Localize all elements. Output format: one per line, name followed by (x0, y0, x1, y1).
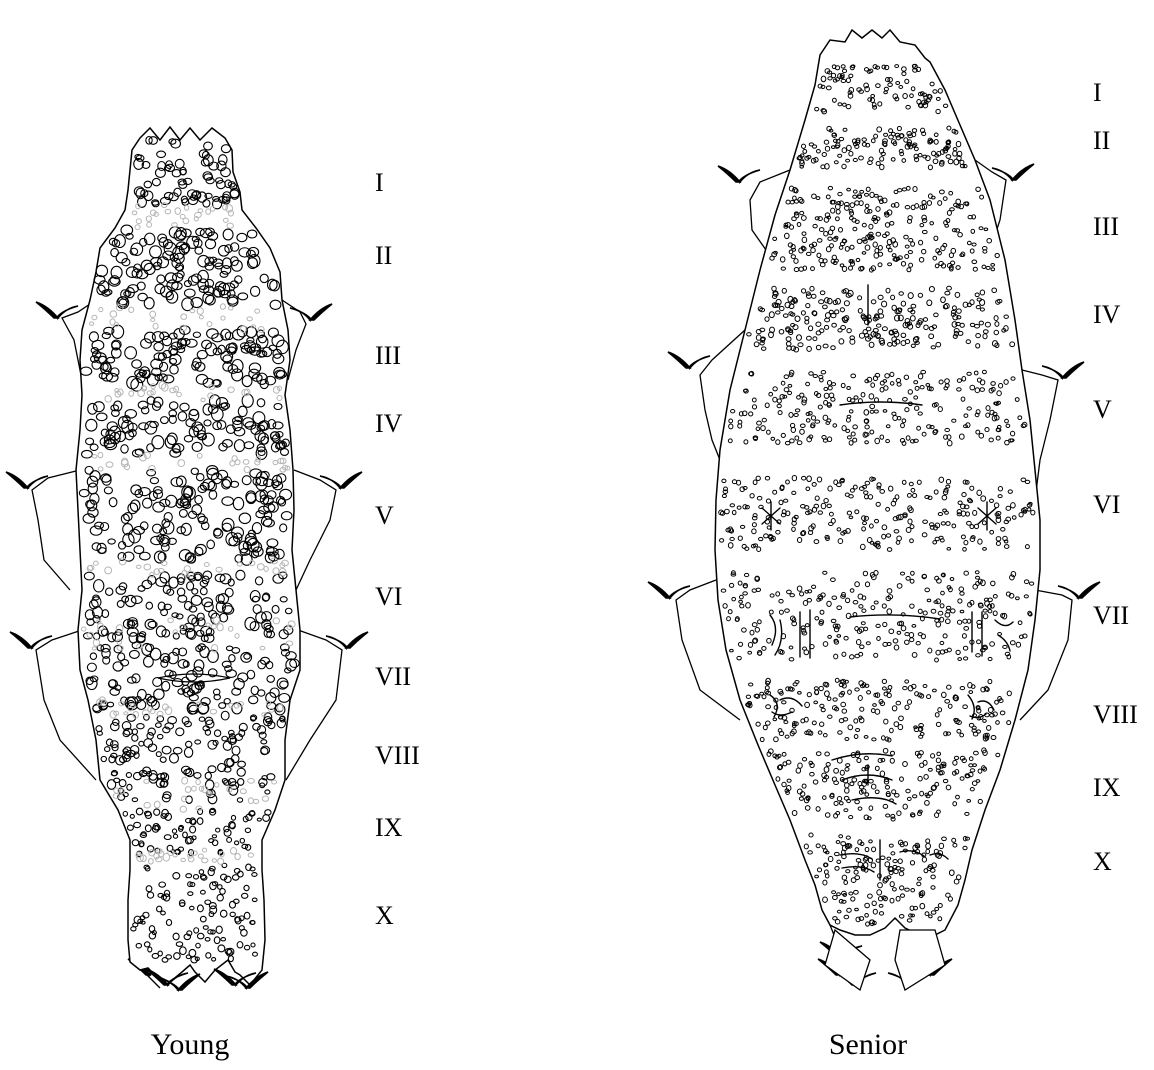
senior-segment-label-3: III (1093, 214, 1119, 240)
young-segment-label-3: III (375, 343, 401, 369)
senior-leg-2-right-claw (1042, 362, 1084, 378)
young-leg-2-right (294, 470, 362, 590)
senior-segment-label-4: IV (1093, 302, 1120, 328)
young-leg-2-left (6, 470, 80, 590)
senior-segment-label-9: IX (1093, 775, 1120, 801)
young-tardigrade-body (6, 127, 368, 990)
young-segment-label-2: II (375, 243, 392, 269)
senior-hind-leg-left (825, 930, 870, 990)
young-segment-label-7: VII (375, 664, 411, 690)
senior-segment-label-7: VII (1093, 603, 1129, 629)
young-segment-label-8: VIII (375, 743, 420, 769)
senior-segment-label-2: II (1093, 128, 1110, 154)
young-caption: Young (151, 1030, 230, 1060)
young-segment-label-5: V (375, 503, 394, 529)
senior-leg-1-left-claw (718, 166, 760, 182)
senior-segment-label-5: V (1093, 397, 1112, 423)
senior-tardigrade-body (648, 30, 1100, 990)
young-segment-label-1: I (375, 170, 384, 196)
senior-segment-label-8: VIII (1093, 702, 1138, 728)
senior-segment-label-1: I (1093, 80, 1102, 106)
senior-segment-label-6: VI (1093, 492, 1120, 518)
young-segment-label-4: IV (375, 411, 402, 437)
young-segment-label-6: VI (375, 584, 402, 610)
young-segment-label-9: IX (375, 815, 402, 841)
senior-caption: Senior (829, 1030, 907, 1060)
young-segment-label-10: X (375, 903, 394, 929)
senior-leg-2-left-claw (668, 352, 710, 368)
senior-segment-label-10: X (1093, 849, 1112, 875)
senior-hind-leg-right (895, 930, 945, 990)
